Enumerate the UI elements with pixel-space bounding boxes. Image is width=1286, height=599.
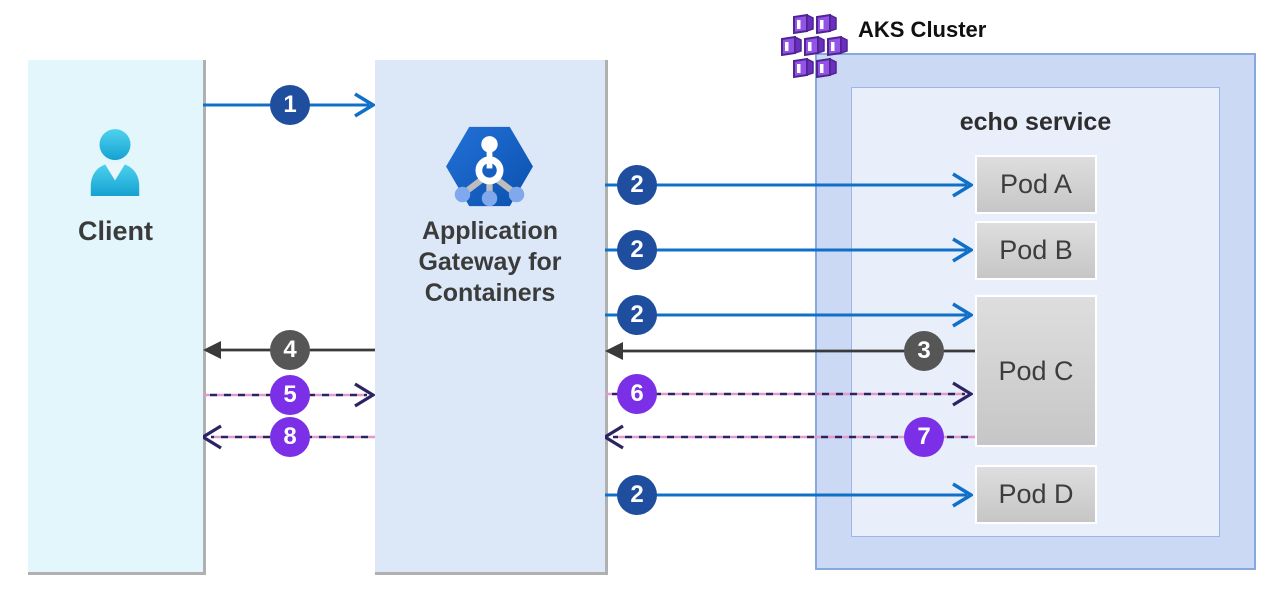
container-cluster-icon <box>780 13 848 86</box>
step-2-badge: 2 <box>617 165 657 205</box>
step-6-badge: 6 <box>617 374 657 414</box>
arrow-step-3: 3 <box>605 331 975 371</box>
container-cube <box>781 13 848 79</box>
arrow-step-4: 4 <box>203 330 375 370</box>
arrow-step-1: 1 <box>203 85 375 125</box>
gateway-label-line-3: Containers <box>424 279 556 307</box>
pod-c-label: Pod C <box>998 355 1074 386</box>
gateway-label-line-2: Gateway for <box>418 248 562 276</box>
step-7-badge: 7 <box>904 417 944 457</box>
arrow-step-6: 6 <box>605 374 973 414</box>
step-2-badge: 2 <box>617 230 657 270</box>
echo-service-label: echo service <box>959 108 1112 136</box>
pod-a-label: Pod A <box>999 169 1073 199</box>
arrow-step-2-pod-c: 2 <box>605 295 973 335</box>
step-1-badge: 1 <box>270 85 310 125</box>
step-3-badge: 3 <box>904 331 944 371</box>
arrow-step-5: 5 <box>203 375 375 415</box>
gateway-label-line-1: Application <box>421 217 559 245</box>
arrow-step-2-pod-a: 2 <box>605 165 973 205</box>
aks-cluster-label: AKS Cluster <box>858 17 987 42</box>
pod-d-label: Pod D <box>998 479 1074 509</box>
arrow-step-2-pod-b: 2 <box>605 230 973 270</box>
step-2-badge: 2 <box>617 295 657 335</box>
step-2-badge: 2 <box>617 475 657 515</box>
application-gateway-for-containers-icon <box>441 124 538 214</box>
pod-b-box: Pod B <box>975 221 1097 280</box>
step-8-badge: 8 <box>270 417 310 457</box>
arrow-step-8: 8 <box>203 417 375 457</box>
arrow-step-7: 7 <box>605 417 975 457</box>
client-label: Client <box>77 216 153 246</box>
step-5-badge: 5 <box>270 375 310 415</box>
pod-c-box: Pod C <box>975 295 1097 447</box>
pod-a-box: Pod A <box>975 155 1097 214</box>
pod-b-label: Pod B <box>999 235 1073 265</box>
gateway-label: Application Gateway for Containers <box>375 216 605 309</box>
person-icon <box>84 128 146 203</box>
step-4-badge: 4 <box>270 330 310 370</box>
arrow-step-2-pod-d: 2 <box>605 475 973 515</box>
pod-d-box: Pod D <box>975 465 1097 524</box>
